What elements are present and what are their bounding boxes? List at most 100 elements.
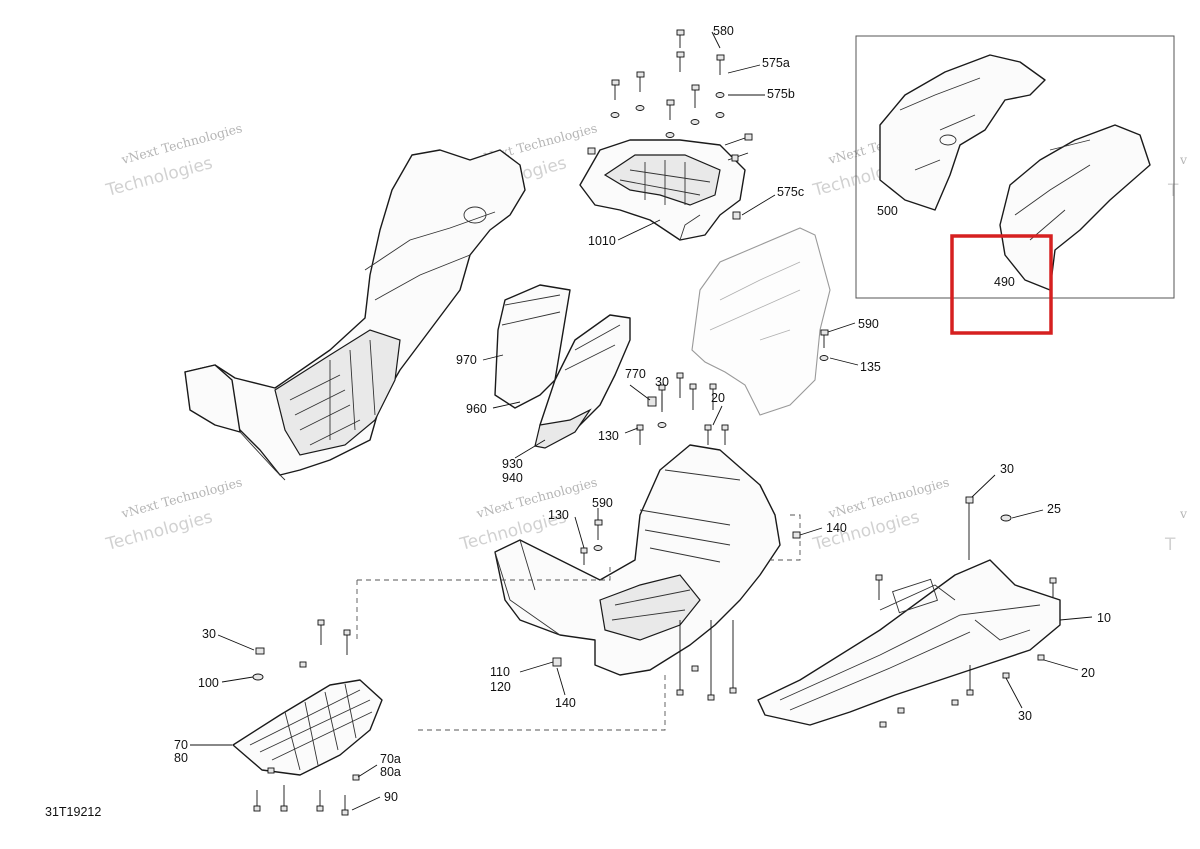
callout-575a[interactable]: 575a [762, 56, 790, 70]
callout-100[interactable]: 100 [198, 676, 219, 690]
callout-labels: 580 575a 575b 575c 1010 970 960 930 940 … [45, 24, 1111, 819]
footwell-110[interactable] [494, 444, 781, 676]
watermark-line2: Technologies [103, 507, 215, 555]
callout-70[interactable]: 70 [174, 738, 188, 752]
callout-120[interactable]: 120 [490, 680, 511, 694]
callout-80a[interactable]: 80a [380, 765, 401, 779]
rack-support-inner [603, 154, 721, 206]
rear-body-fender-line [364, 211, 496, 301]
skid-plate-ribs [779, 584, 1041, 711]
footwell-shell[interactable] [494, 444, 781, 676]
callout-130-center[interactable]: 130 [598, 429, 619, 443]
callout-30-skid-bottom[interactable]: 30 [1018, 709, 1032, 723]
fastener-130b[interactable] [580, 547, 588, 565]
callout-30-skid-top[interactable]: 30 [1000, 462, 1014, 476]
fastener-group [252, 29, 1057, 816]
fastener-center-bolts[interactable] [636, 372, 729, 445]
callout-490[interactable]: 490 [994, 275, 1015, 289]
callout-580[interactable]: 580 [713, 24, 734, 38]
watermark-top-left: vNext Technologies Technologies [103, 120, 244, 201]
skid-plate-10[interactable] [757, 559, 1061, 726]
fastener-575c[interactable] [732, 211, 741, 220]
inset-frame [855, 35, 1175, 299]
callout-930[interactable]: 930 [502, 457, 523, 471]
callout-90[interactable]: 90 [384, 790, 398, 804]
footwell-ribs [611, 469, 741, 621]
callout-575c[interactable]: 575c [777, 185, 804, 199]
washer-575b-5[interactable] [665, 132, 675, 138]
watermark-edge-line2: T [1164, 535, 1176, 555]
fastener-side-bolts[interactable] [587, 133, 753, 162]
rear-rack-support-1010[interactable] [579, 139, 746, 241]
fastener-590b[interactable] [594, 519, 603, 540]
fastener-575a-row[interactable] [611, 51, 725, 120]
callout-140-lower[interactable]: 140 [555, 696, 576, 710]
callout-140-right[interactable]: 140 [826, 521, 847, 535]
callout-770[interactable]: 770 [625, 367, 646, 381]
leader-lines [190, 31, 1093, 811]
footrest-shape[interactable] [232, 679, 383, 776]
skid-plate-shape[interactable] [757, 559, 1061, 726]
callout-80[interactable]: 80 [174, 751, 188, 765]
highlight-box-490 [950, 234, 1053, 335]
side-panel-970[interactable] [494, 284, 571, 409]
watermark-mid-left: vNext Technologies Technologies [103, 474, 244, 555]
washer-575b-6[interactable] [715, 112, 725, 118]
washer-135a[interactable] [819, 355, 829, 361]
fastener-770[interactable] [647, 396, 657, 407]
callout-30-center[interactable]: 30 [655, 375, 669, 389]
diagram-id: 31T19212 [45, 805, 101, 819]
rear-fender-left-500[interactable] [879, 54, 1046, 211]
connection-footwell-to-skid [770, 514, 801, 561]
fastener-skid-bottom[interactable] [879, 654, 1045, 728]
callout-960[interactable]: 960 [466, 402, 487, 416]
skid-plate-pad [892, 578, 938, 614]
fastener-footrest-nuts[interactable] [252, 619, 360, 781]
footrest-70[interactable] [232, 679, 383, 776]
footwell-floor [599, 574, 701, 641]
callout-1010[interactable]: 1010 [588, 234, 616, 248]
fender-500-detail [899, 77, 981, 171]
rear-body-ribs [289, 339, 376, 446]
side-panel-960[interactable] [534, 314, 631, 449]
panel-970-shape[interactable] [494, 284, 571, 409]
callout-130-lower[interactable]: 130 [548, 508, 569, 522]
ghost-front-fender [691, 227, 831, 416]
watermark-edge-line1: v [1179, 506, 1188, 521]
callout-25[interactable]: 25 [1047, 502, 1061, 516]
callout-575b[interactable]: 575b [767, 87, 795, 101]
plug-25[interactable] [1000, 514, 1012, 522]
callout-30-footrest[interactable]: 30 [202, 627, 216, 641]
watermark-edge-line1: v [1179, 152, 1188, 167]
callout-970[interactable]: 970 [456, 353, 477, 367]
rear-body-left-flap [184, 364, 241, 433]
rear-fender-right-490[interactable] [999, 124, 1151, 291]
callout-500[interactable]: 500 [877, 204, 898, 218]
callout-70a[interactable]: 70a [380, 752, 401, 766]
fastener-skid-top[interactable] [875, 496, 1057, 600]
rear-body-panel[interactable] [184, 149, 526, 481]
washer-575b[interactable] [715, 92, 725, 98]
fastener-140b[interactable] [552, 657, 562, 667]
callout-590-top[interactable]: 590 [858, 317, 879, 331]
fastener-footwell-bottom[interactable] [676, 620, 737, 701]
fastener-580[interactable] [676, 29, 685, 48]
washer-575b-3[interactable] [635, 105, 645, 111]
fastener-590a[interactable] [820, 329, 829, 348]
callout-10[interactable]: 10 [1097, 611, 1111, 625]
callout-135-top[interactable]: 135 [860, 360, 881, 374]
fastener-140a[interactable] [792, 531, 801, 539]
washer-575b-2[interactable] [610, 112, 620, 118]
ghost-fender-shell [691, 227, 831, 416]
panel-960-lines [564, 324, 621, 371]
callout-20-skid[interactable]: 20 [1081, 666, 1095, 680]
callout-940[interactable]: 940 [502, 471, 523, 485]
washer-575b-4[interactable] [690, 119, 700, 125]
washer-135b[interactable] [593, 545, 603, 551]
inset-box [855, 35, 1175, 299]
callout-20-center[interactable]: 20 [711, 391, 725, 405]
callout-590-lower[interactable]: 590 [592, 496, 613, 510]
fastener-90-bolts[interactable] [253, 785, 349, 816]
callout-110[interactable]: 110 [490, 665, 510, 679]
